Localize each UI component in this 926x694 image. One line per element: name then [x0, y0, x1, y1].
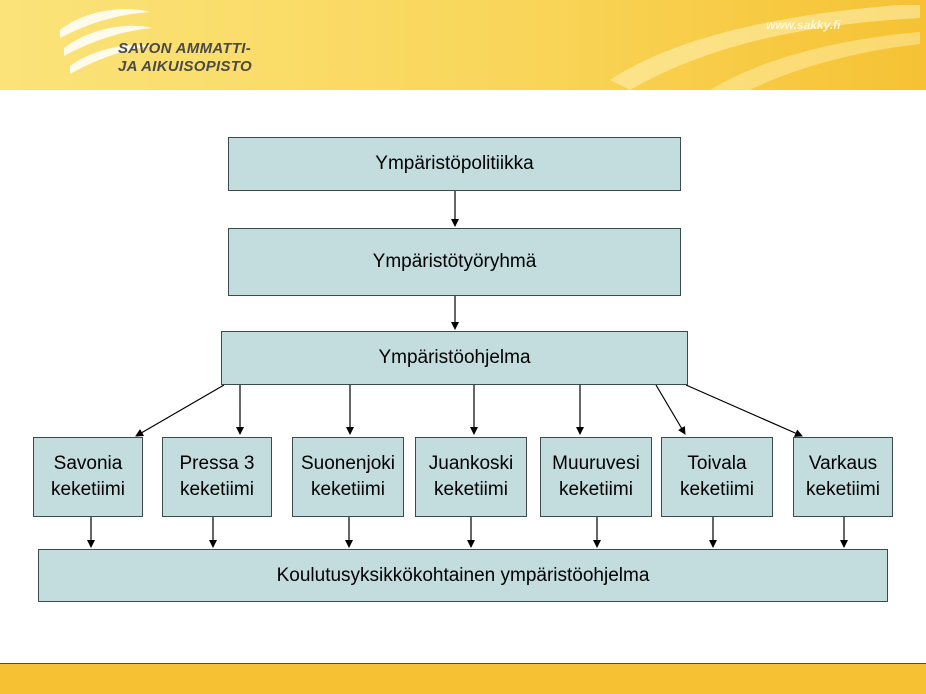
arrow-to-savonia [135, 384, 225, 437]
team-name: Muuruvesi [552, 453, 640, 474]
team-suffix: keketiimi [680, 479, 754, 500]
team-box-pressa: Pressa 3 keketiimi [162, 437, 272, 517]
working-group-box: Ympäristötyöryhmä [228, 228, 681, 296]
logo-line-1: SAVON AMMATTI- [118, 40, 252, 57]
team-suffix: keketiimi [311, 479, 385, 500]
team-box-suonenjoki: Suonenjoki keketiimi [292, 437, 404, 517]
team-box-muuruvesi: Muuruvesi keketiimi [540, 437, 652, 517]
team-box-toivala: Toivala keketiimi [661, 437, 773, 517]
team-name: Toivala [687, 453, 747, 474]
team-suffix: keketiimi [559, 479, 633, 500]
footer-bar [0, 663, 926, 694]
header-banner: SAVON AMMATTI- JA AIKUISOPISTO www.sakky… [0, 0, 926, 90]
team-name: Juankoski [428, 453, 514, 474]
decorative-swoosh-icon [610, 5, 920, 90]
logo-line-2: JA AIKUISOPISTO [118, 58, 252, 75]
team-name: Suonenjoki [300, 453, 396, 474]
team-box-savonia: Savonia keketiimi [33, 437, 143, 517]
arrow-to-toivala [655, 384, 686, 435]
team-name: Pressa 3 [179, 453, 255, 474]
team-suffix: keketiimi [434, 479, 508, 500]
team-suffix: keketiimi [806, 479, 880, 500]
team-box-varkaus: Varkaus keketiimi [793, 437, 893, 517]
team-name: Varkaus [808, 453, 878, 474]
website-url: www.sakky.fi [766, 18, 841, 32]
team-name: Savonia [53, 453, 123, 474]
arrow-to-varkaus [685, 384, 803, 437]
team-box-juankoski: Juankoski keketiimi [415, 437, 527, 517]
team-suffix: keketiimi [51, 479, 125, 500]
team-suffix: keketiimi [180, 479, 254, 500]
policy-label: Ympäristöpolitiikka [375, 153, 534, 174]
program-box: Ympäristöohjelma [221, 331, 688, 385]
working-group-label: Ympäristötyöryhmä [372, 251, 537, 272]
logo-swoosh-icon [60, 9, 152, 74]
program-label: Ympäristöohjelma [378, 347, 531, 368]
unit-program-label: Koulutusyksikkökohtainen ympäristöohjelm… [276, 564, 650, 586]
logo-wordmark: SAVON AMMATTI- JA AIKUISOPISTO [118, 40, 252, 76]
policy-box: Ympäristöpolitiikka [228, 137, 681, 191]
unit-program-box: Koulutusyksikkökohtainen ympäristöohjelm… [38, 549, 888, 602]
